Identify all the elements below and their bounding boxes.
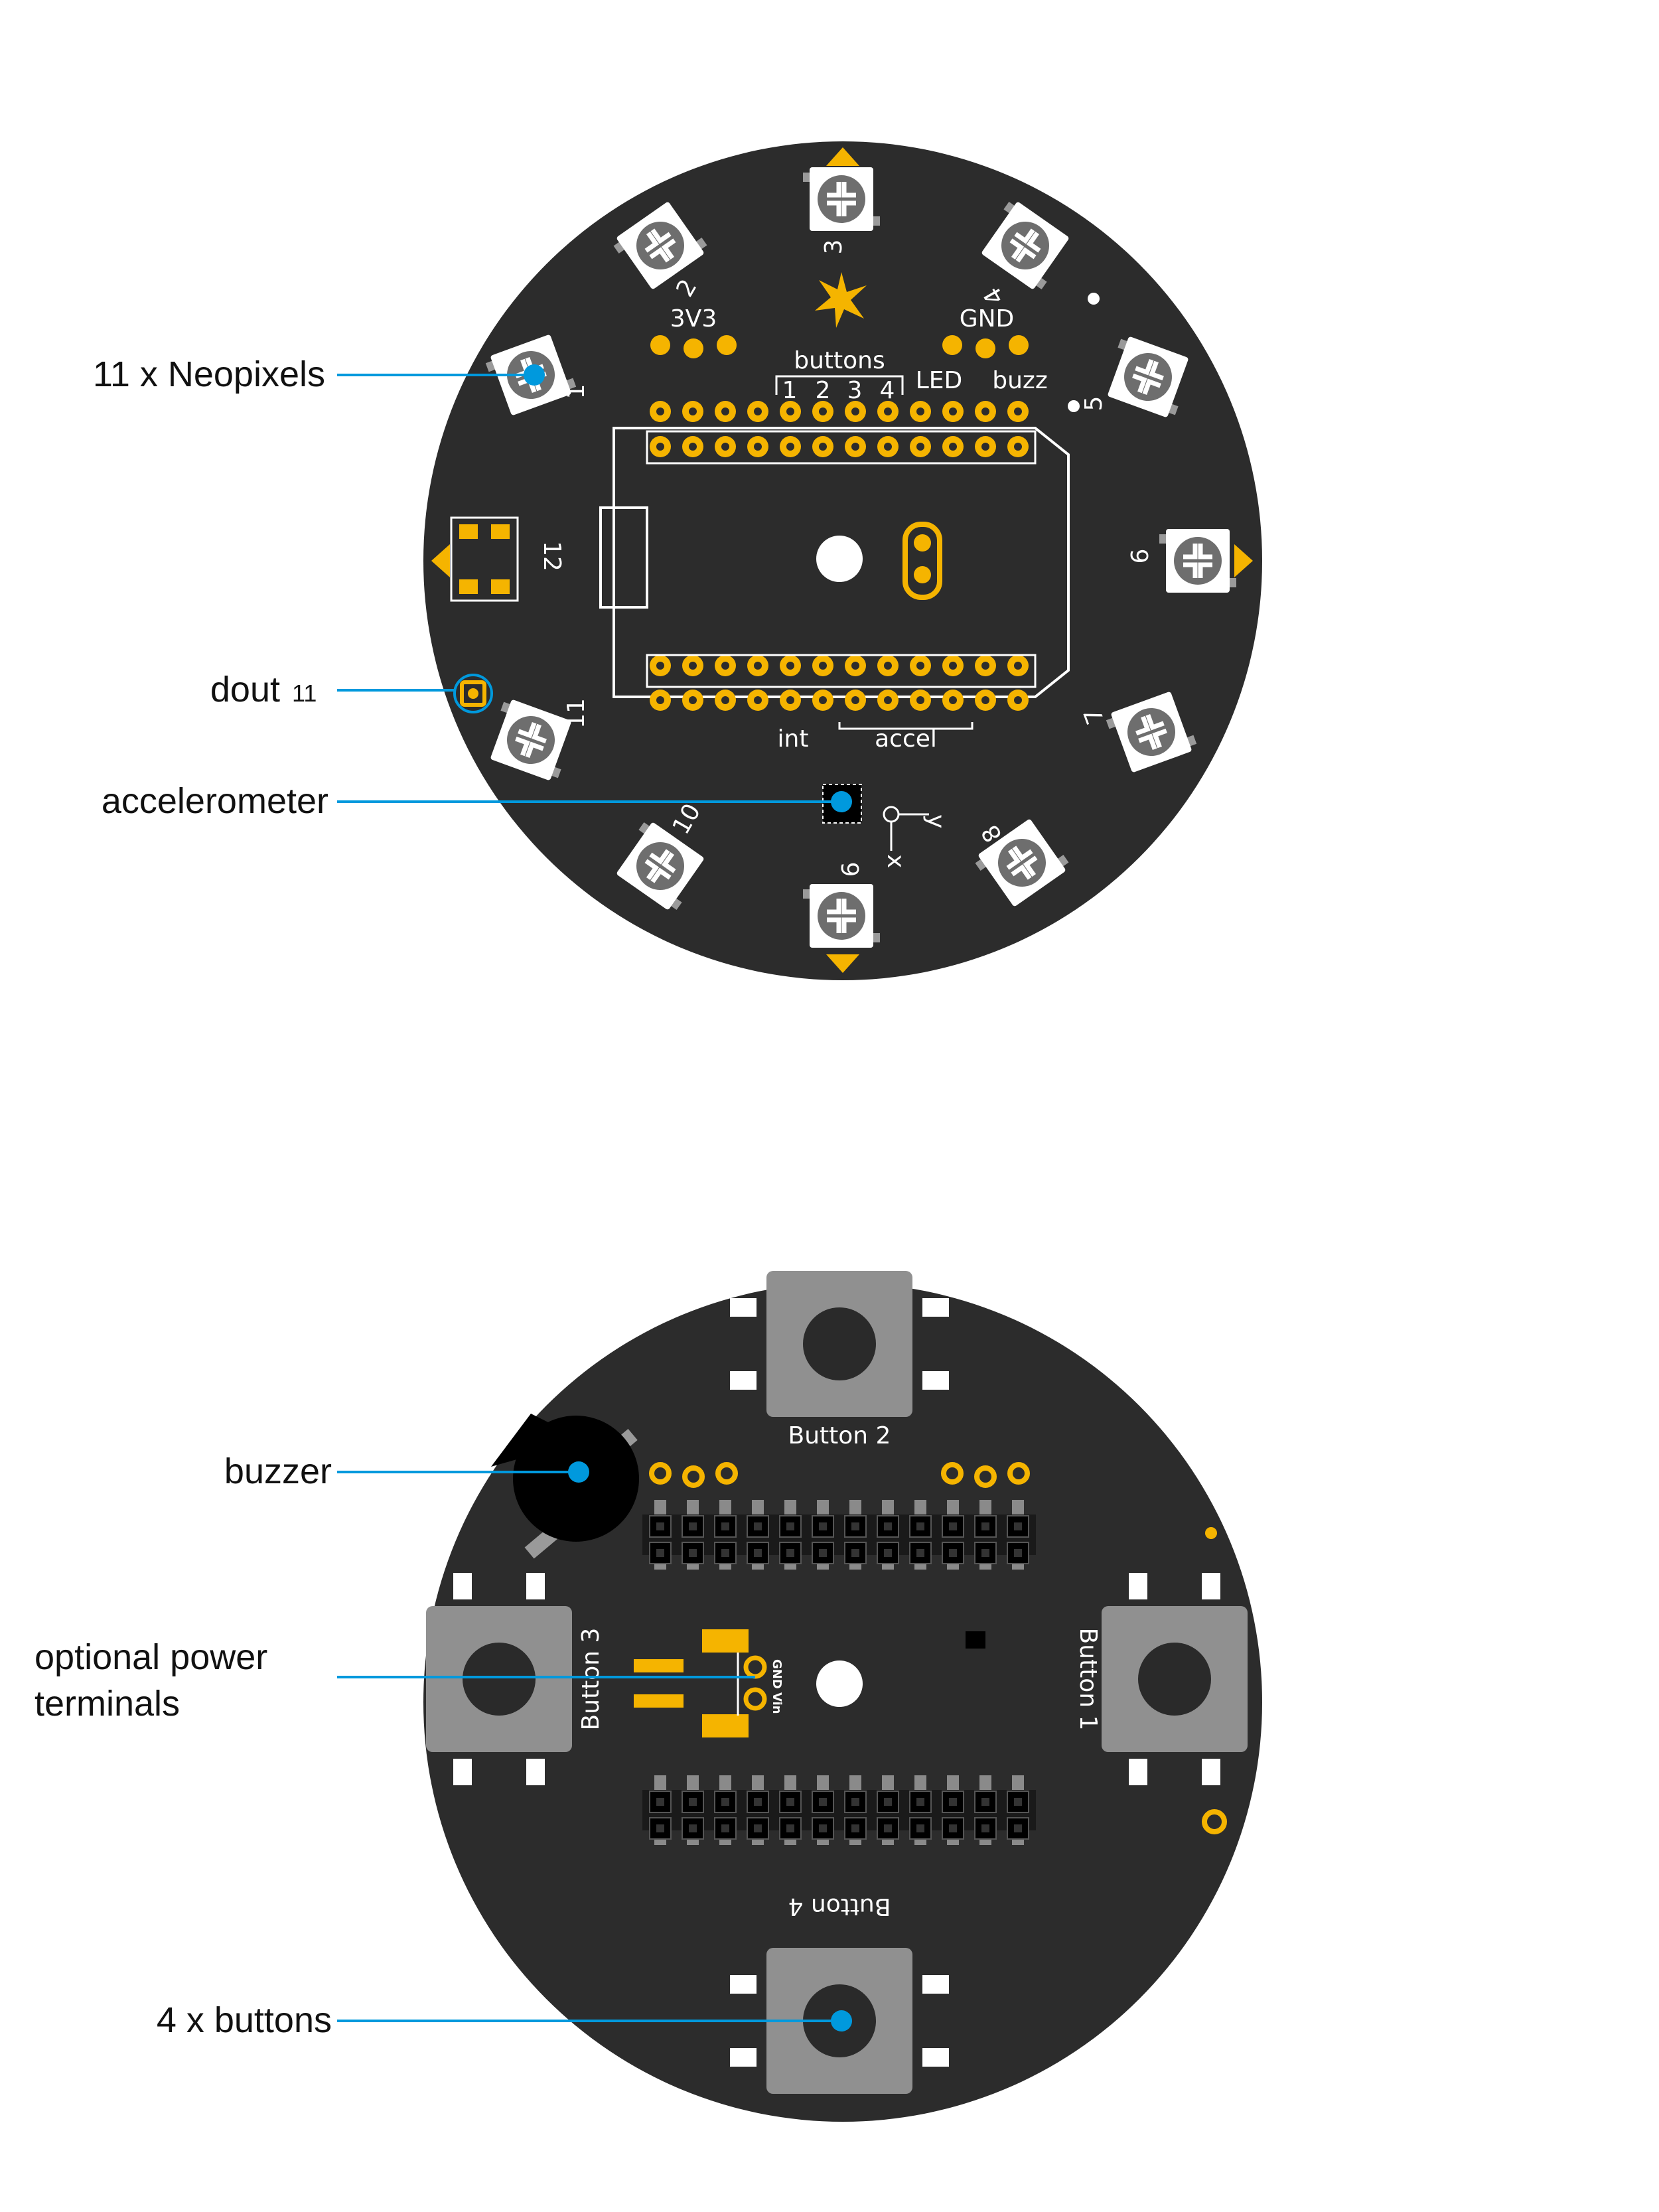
axis-y-label: y xyxy=(922,814,950,828)
button-2-component xyxy=(730,1271,949,1417)
callout-dout: dout xyxy=(210,670,280,709)
callout-neopixels: 11 x Neopixels xyxy=(93,354,325,394)
callout-dout-pin: 11 xyxy=(292,680,317,707)
arrow-up-icon xyxy=(826,147,859,166)
crystal-12 xyxy=(450,516,519,602)
led-number-label: 11 xyxy=(563,698,590,729)
callout-buzzer: buzzer xyxy=(224,1451,332,1491)
header-socket xyxy=(649,1791,672,1813)
header-socket xyxy=(1007,1542,1029,1564)
label-btn-3: 3 xyxy=(847,377,863,404)
label-int: int xyxy=(778,725,809,753)
label-btn-2: 2 xyxy=(816,377,831,404)
callout-buttons: 4 x buttons xyxy=(157,2000,332,2040)
label-button-1: Button 1 xyxy=(1074,1628,1102,1731)
front-headers xyxy=(650,401,1029,711)
callout-lines xyxy=(337,364,852,2031)
neopixel-led xyxy=(975,197,1075,293)
arrow-left-icon xyxy=(431,544,450,577)
label-gnd: GND xyxy=(960,305,1015,332)
power-terminals xyxy=(634,1629,767,1737)
label-3v3: 3V3 xyxy=(670,305,717,332)
label-button-2: Button 2 xyxy=(788,1422,891,1449)
usb-outline xyxy=(599,506,648,609)
header-socket xyxy=(779,1817,802,1840)
neopixel-led xyxy=(1106,689,1197,775)
led-number-label: 12 xyxy=(538,541,565,571)
arrow-down-icon xyxy=(826,954,859,973)
neopixel-led xyxy=(803,167,880,231)
led-number-label: 3 xyxy=(820,240,847,255)
led-number-label: 1 xyxy=(563,384,590,400)
callout-power-line2: terminals xyxy=(35,1684,180,1724)
label-buttons: buttons xyxy=(794,347,885,374)
power-pads xyxy=(650,335,1029,358)
header-socket xyxy=(974,1515,997,1538)
back-mount-hole xyxy=(816,1660,863,1707)
neopixel-led xyxy=(1159,529,1236,593)
label-button-3: Button 3 xyxy=(577,1628,605,1731)
star-icon xyxy=(815,272,867,328)
header-socket xyxy=(747,1817,769,1840)
label-accel: accel xyxy=(875,725,937,753)
feather-outline xyxy=(613,427,1070,698)
button-1-component xyxy=(1102,1573,1248,1785)
arrow-right-icon xyxy=(1234,544,1253,577)
header-socket xyxy=(714,1542,737,1564)
header-socket xyxy=(844,1542,867,1564)
led-number-label: 5 xyxy=(1080,396,1108,411)
label-led: LED xyxy=(916,367,963,394)
back-power-pads xyxy=(649,1462,1227,1834)
neopixel-led xyxy=(484,697,578,783)
callout-power-line1: optional power xyxy=(35,1637,267,1677)
orientation-arrows xyxy=(431,147,1253,973)
dout-pad xyxy=(453,674,493,713)
label-btn-1: 1 xyxy=(782,377,798,404)
header-socket xyxy=(909,1791,932,1813)
jumper-outline xyxy=(902,522,942,600)
neopixel-led xyxy=(485,332,577,418)
back-headers xyxy=(642,1500,1036,1845)
label-vin-back: Vin xyxy=(770,1692,784,1714)
neopixel-led xyxy=(611,818,710,914)
label-gnd-back: GND xyxy=(770,1659,784,1689)
neopixel-led xyxy=(803,884,880,948)
callout-accelerometer: accelerometer xyxy=(102,781,328,821)
header-socket xyxy=(974,1817,997,1840)
led-number-label: 6 xyxy=(1127,549,1154,564)
neopixel-led xyxy=(975,814,1069,911)
button-3-component xyxy=(426,1573,572,1785)
neopixel-led xyxy=(613,197,707,293)
axis-indicator xyxy=(883,806,929,851)
header-socket xyxy=(812,1542,834,1564)
label-button-4: Button 4 xyxy=(788,1893,891,1920)
label-btn-4: 4 xyxy=(880,377,895,404)
mount-hole xyxy=(816,536,863,582)
neopixel-led xyxy=(1101,334,1195,420)
axis-x-label: x xyxy=(882,854,909,868)
header-socket xyxy=(682,1542,704,1564)
led-number-label: 9 xyxy=(835,862,863,877)
label-buzz: buzz xyxy=(992,367,1047,394)
back-board: GND Vin Button 2 Button 4 xyxy=(423,1271,1262,2122)
